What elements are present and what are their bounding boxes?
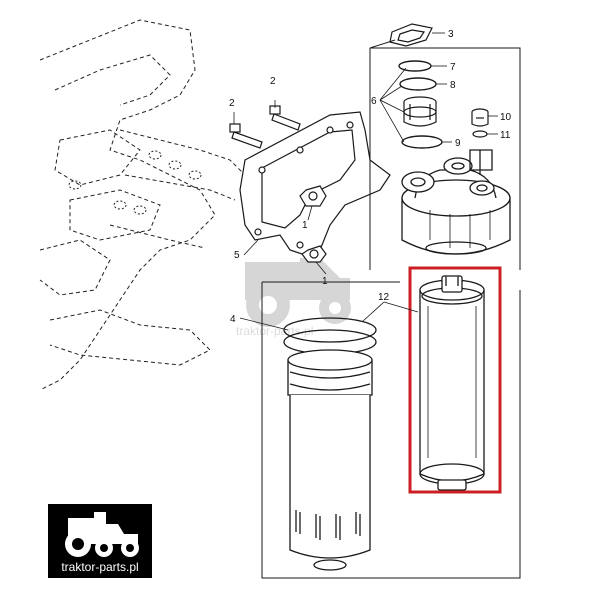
callout-1-upper: 1 — [302, 220, 308, 231]
tractor-frame — [39, 19, 246, 391]
callout-8: 8 — [450, 80, 456, 91]
filter-bowl — [283, 317, 377, 571]
filter-cartridge[interactable] — [419, 275, 485, 491]
filter-head — [401, 149, 511, 255]
callout-7: 7 — [450, 62, 456, 73]
o-ring-8 — [399, 77, 437, 91]
tractor-logo-icon — [65, 512, 139, 557]
callout-9: 9 — [455, 138, 461, 149]
valve-body — [403, 96, 437, 127]
watermark: traktor-parts.pl — [236, 258, 351, 338]
brand-logo: traktor-parts.pl — [48, 504, 152, 578]
callout-12: 12 — [378, 292, 390, 303]
watermark-text: traktor-parts.pl — [236, 324, 313, 338]
callout-11: 11 — [500, 130, 511, 141]
callout-2-left: 2 — [229, 98, 235, 109]
sealing-washer — [472, 130, 488, 138]
o-ring-9 — [401, 135, 443, 149]
callout-4: 4 — [230, 314, 236, 325]
head-assembly-frame — [369, 39, 521, 270]
mounting-bracket — [239, 111, 391, 256]
callouts: 1 1 2 2 3 4 5 6 7 8 9 10 11 12 — [229, 29, 512, 325]
bolt-upper — [269, 105, 301, 131]
callout-5: 5 — [234, 250, 240, 261]
o-ring-7 — [398, 60, 432, 72]
watermark-tractor-icon — [245, 258, 350, 300]
callout-10: 10 — [500, 112, 512, 123]
callout-3: 3 — [448, 29, 454, 40]
leader-lines — [233, 32, 498, 331]
logo-caption: traktor-parts.pl — [61, 560, 139, 574]
bowl-assembly-frame — [261, 281, 521, 579]
callout-6: 6 — [371, 96, 377, 107]
callout-1-lower: 1 — [322, 276, 328, 287]
frame-bolt-holes — [68, 150, 202, 215]
highlight-frame — [408, 266, 502, 494]
nut-upper — [299, 185, 327, 207]
drain-plug — [471, 108, 489, 127]
gasket-plate — [389, 23, 433, 47]
callout-2-right: 2 — [270, 76, 276, 87]
bolt-lower — [229, 123, 263, 149]
nut-lower — [301, 245, 327, 263]
